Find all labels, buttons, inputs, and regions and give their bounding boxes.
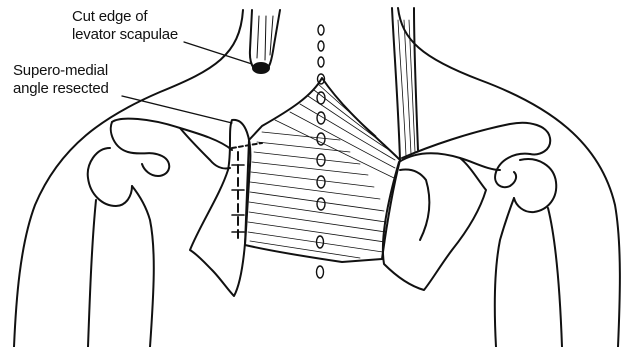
- angle-label-line2: angle resected: [13, 80, 109, 98]
- neck-left-outline: [14, 10, 243, 347]
- rhomboid-fibres: [248, 84, 395, 258]
- levator-label-line1: Cut edge of: [72, 8, 178, 26]
- levator-scapulae-label: Cut edge of levator scapulae: [72, 8, 178, 44]
- left-humerus: [88, 148, 154, 347]
- neck-right-outline: [398, 8, 620, 347]
- supero-medial-angle-label: Supero-medial angle resected: [13, 62, 109, 98]
- right-scapula: [383, 153, 486, 290]
- levator-label-line2: levator scapulae: [72, 26, 178, 44]
- spinous-processes: [317, 25, 326, 278]
- levator-scapulae-muscle: [250, 10, 280, 73]
- left-acromion: [111, 119, 232, 176]
- angle-label-line1: Supero-medial: [13, 62, 109, 80]
